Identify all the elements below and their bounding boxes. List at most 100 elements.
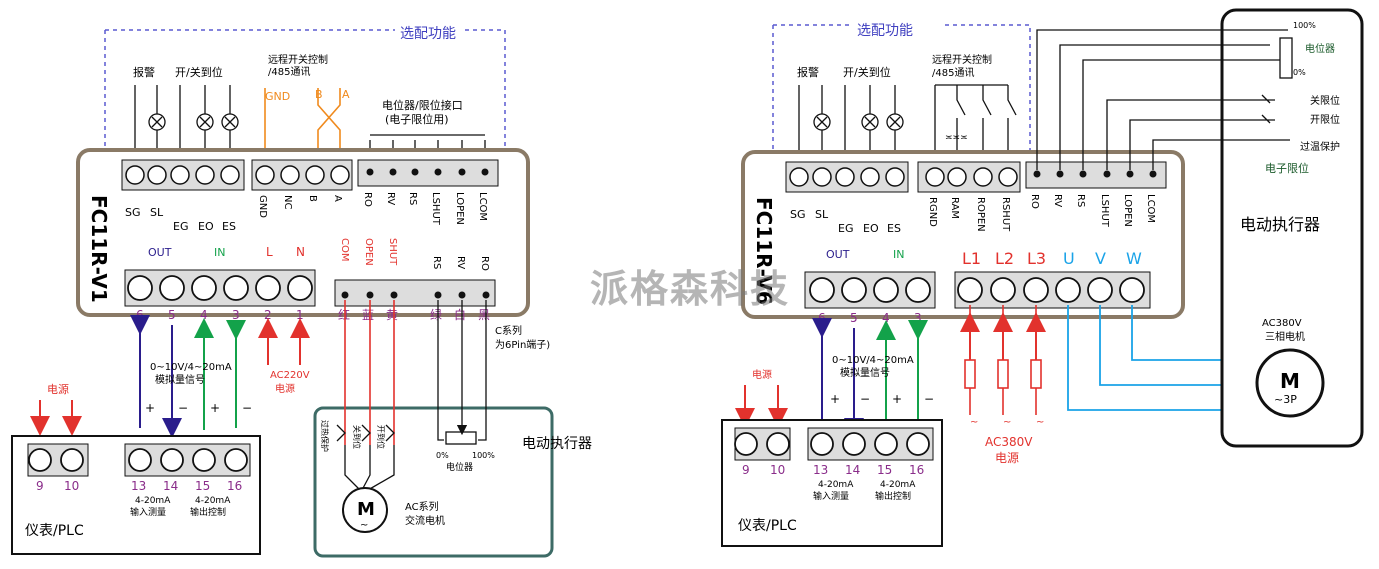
pot-iface-label-2: (电子限位用) [385, 112, 449, 126]
wire-green: 绿 [430, 307, 442, 322]
analog-label: 0~10V/4~20mA [150, 362, 232, 373]
svg-text:−: − [924, 392, 934, 406]
remote-label-2: /485通讯 [268, 66, 310, 78]
power-small-label: 电源 [275, 382, 295, 395]
optional-label: 选配功能 [400, 26, 456, 42]
terminal-block-top-3 [357, 159, 499, 187]
three-phase-motor-icon [1255, 348, 1325, 418]
svg-text:−: − [860, 392, 870, 406]
model-right: FC11R-V6 [752, 197, 776, 305]
out-label: OUT [148, 246, 172, 259]
optional-dashed-outline [104, 29, 506, 155]
r-plc-10: 10 [770, 463, 785, 477]
in-measure: 4-20mA [135, 496, 171, 506]
motor-spec: AC380V [1262, 318, 1302, 329]
out-ctrl-2: 输出控制 [190, 506, 226, 518]
svg-text:+: + [892, 392, 902, 406]
r-analog: 0~10V/4~20mA [832, 355, 914, 366]
plc-label: 仪表/PLC [25, 523, 84, 539]
plc-num-16: 16 [227, 479, 242, 493]
term-sl: SL [150, 206, 164, 219]
r-out-ctrl: 4-20mA [880, 480, 916, 490]
r-term-es: ES [887, 222, 901, 235]
r-term-sg: SG [790, 208, 806, 221]
term-lshut: LSHUT [430, 192, 441, 226]
wire-blue: 蓝 [362, 308, 374, 322]
r-term-lcom: LCOM [1145, 194, 1156, 223]
num-5: 5 [168, 308, 176, 322]
r-pot0: 0% [1293, 68, 1306, 77]
num-1: 1 [296, 308, 304, 322]
term-eg: EG [173, 220, 188, 233]
svg-text:~: ~ [970, 417, 978, 428]
in-label: IN [214, 246, 225, 259]
l-label: L [266, 245, 273, 259]
alarm-label: 报警 [133, 65, 155, 79]
r-term-lopen: LOPEN [1122, 194, 1133, 227]
r-term-rv: RV [1052, 194, 1063, 207]
term-a: A [332, 195, 343, 202]
remote-right-2: /485通讯 [932, 67, 974, 79]
r-term-rgnd: RGND [927, 197, 938, 227]
minus-1: − [178, 401, 188, 415]
actuator-box-left [313, 406, 554, 558]
pot-0: 0% [436, 451, 449, 460]
rv-label: RV [455, 256, 466, 269]
ro-label: RO [479, 256, 490, 271]
r-in-measure: 4-20mA [818, 480, 854, 490]
phase-l2: L2 [995, 249, 1014, 268]
r-term-eo: EO [863, 222, 879, 235]
num-3: 3 [232, 308, 240, 322]
term-lopen: LOPEN [454, 192, 465, 225]
r-pot-label: 电位器 [1305, 42, 1335, 55]
switch-close: 关到位 [352, 425, 362, 449]
wire-white: 白 [454, 307, 466, 322]
r-term-rs: RS [1075, 194, 1086, 207]
term-nc: NC [282, 195, 293, 209]
r-in-measure-2: 输入测量 [813, 490, 849, 502]
wire-red: 红 [338, 307, 350, 322]
terminal-block-bottom-2 [334, 279, 496, 307]
pot-label: 电位器 [446, 461, 473, 473]
remote-right: 远程开关控制 [932, 53, 992, 66]
c-series-2: 为6Pin端子) [495, 338, 550, 351]
num-6: 6 [136, 308, 144, 322]
r-power-small: 电源 [752, 368, 772, 381]
r-analog-2: 模拟量信号 [840, 366, 890, 379]
open-label: OPEN [363, 238, 374, 266]
r-num-6: 6 [818, 311, 826, 325]
term-rs: RS [407, 192, 418, 205]
plc-num-14: 14 [163, 479, 178, 493]
num-4: 4 [200, 308, 208, 322]
phase-v: V [1095, 249, 1106, 268]
r-out-label: OUT [826, 248, 850, 261]
r-power-label: 电源 [995, 451, 1019, 465]
r-pot-icon [1279, 37, 1293, 79]
r-num-4: 4 [882, 311, 890, 325]
watermark: 派格森科技 [590, 267, 791, 311]
open-close-label: 开/关到位 [175, 65, 223, 79]
motor-tilde: ~ [360, 520, 368, 531]
alarm-label-right: 报警 [797, 65, 819, 79]
model-label: FC11R-V1 [87, 195, 111, 303]
motor-spec-2: 三相电机 [1265, 330, 1305, 343]
svg-text:~: ~ [1036, 417, 1044, 428]
elec-limit: 电子限位 [1265, 161, 1309, 175]
pot-iface-label: 电位器/限位接口 [382, 98, 463, 112]
n-label: N [296, 245, 305, 259]
motor-icon [342, 487, 388, 533]
plus-2: + [210, 401, 220, 415]
term-gnd: GND [257, 195, 268, 218]
plc-num-10: 10 [64, 479, 79, 493]
actuator-box-right [1220, 8, 1364, 448]
close-limit: 关限位 [1310, 94, 1340, 107]
svg-text:~: ~ [1003, 417, 1011, 428]
analog-label-2: 模拟量信号 [155, 373, 205, 386]
left-diagram: 选配功能 报警 开/关到位 远程开关控制 /485通讯 GND B A 电位器/… [11, 26, 592, 558]
com-label: COM [339, 238, 350, 261]
phase-l3: L3 [1027, 249, 1046, 268]
term-sg: SG [125, 206, 141, 219]
ac-motor: 交流电机 [405, 514, 445, 527]
remote-label: 远程开关控制 [268, 53, 328, 66]
